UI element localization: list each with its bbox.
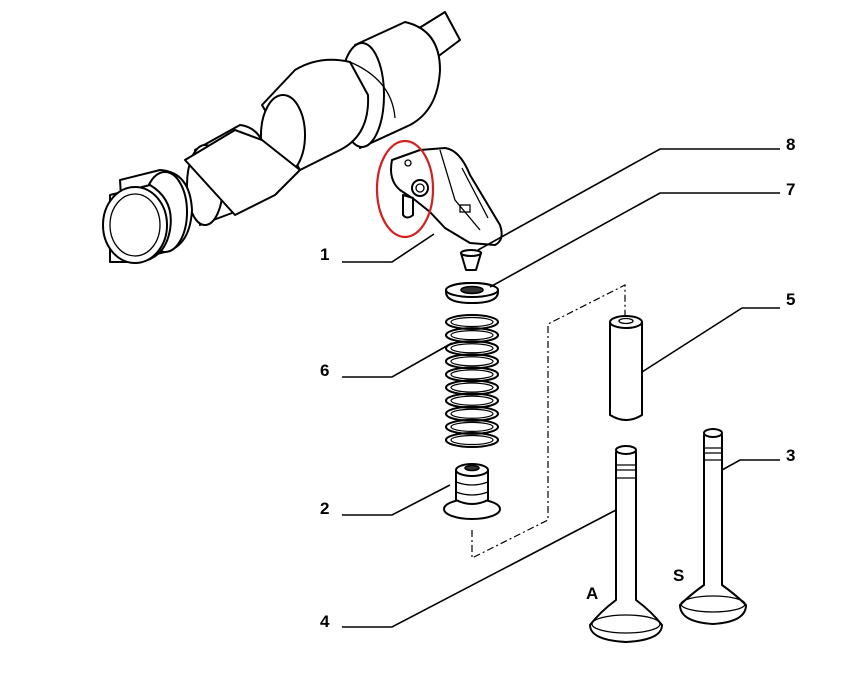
spring-coil-inner bbox=[450, 343, 494, 354]
highlight-circle bbox=[375, 139, 435, 239]
spring-coil bbox=[445, 432, 499, 448]
spring-coil-inner bbox=[450, 369, 494, 380]
callout-4: 4 bbox=[320, 612, 330, 631]
spring-coil-inner bbox=[450, 316, 494, 328]
spring-retainer bbox=[445, 282, 499, 304]
valve-collet bbox=[460, 249, 482, 271]
valve-stem-seal bbox=[443, 463, 501, 520]
valve-guide bbox=[609, 315, 643, 421]
leader-6 bbox=[342, 342, 453, 378]
leader-lines bbox=[342, 148, 780, 628]
leader-2 bbox=[342, 484, 451, 516]
assembly-path-line bbox=[471, 284, 626, 559]
spring-coil-inner bbox=[450, 421, 494, 432]
leader-4 bbox=[342, 509, 617, 628]
callout-1: 1 bbox=[320, 245, 330, 264]
callout-8: 8 bbox=[786, 135, 796, 154]
spring-coil-inner bbox=[450, 382, 494, 393]
leader-1 bbox=[342, 233, 435, 263]
valve-a bbox=[589, 445, 663, 643]
leader-7 bbox=[489, 192, 780, 288]
spring-coil-inner bbox=[450, 434, 494, 446]
valve-label-a: A bbox=[586, 584, 599, 603]
callout-7: 7 bbox=[786, 180, 796, 199]
callout-5: 5 bbox=[786, 290, 796, 309]
callout-2: 2 bbox=[320, 499, 330, 518]
spring-coil-inner bbox=[450, 356, 494, 367]
valve-spring bbox=[445, 314, 499, 448]
leader-8 bbox=[477, 148, 780, 251]
camshaft bbox=[102, 11, 461, 264]
callout-6: 6 bbox=[320, 361, 330, 380]
spring-coil-inner bbox=[450, 330, 494, 341]
callout-3: 3 bbox=[786, 446, 796, 465]
leader-5 bbox=[641, 307, 780, 373]
spring-coil-inner bbox=[450, 395, 494, 406]
valve-s bbox=[679, 428, 747, 625]
valve-label-s: S bbox=[673, 566, 685, 585]
rocker-arm bbox=[390, 147, 503, 246]
spring-coil-inner bbox=[450, 408, 494, 419]
leader-3 bbox=[721, 459, 780, 471]
